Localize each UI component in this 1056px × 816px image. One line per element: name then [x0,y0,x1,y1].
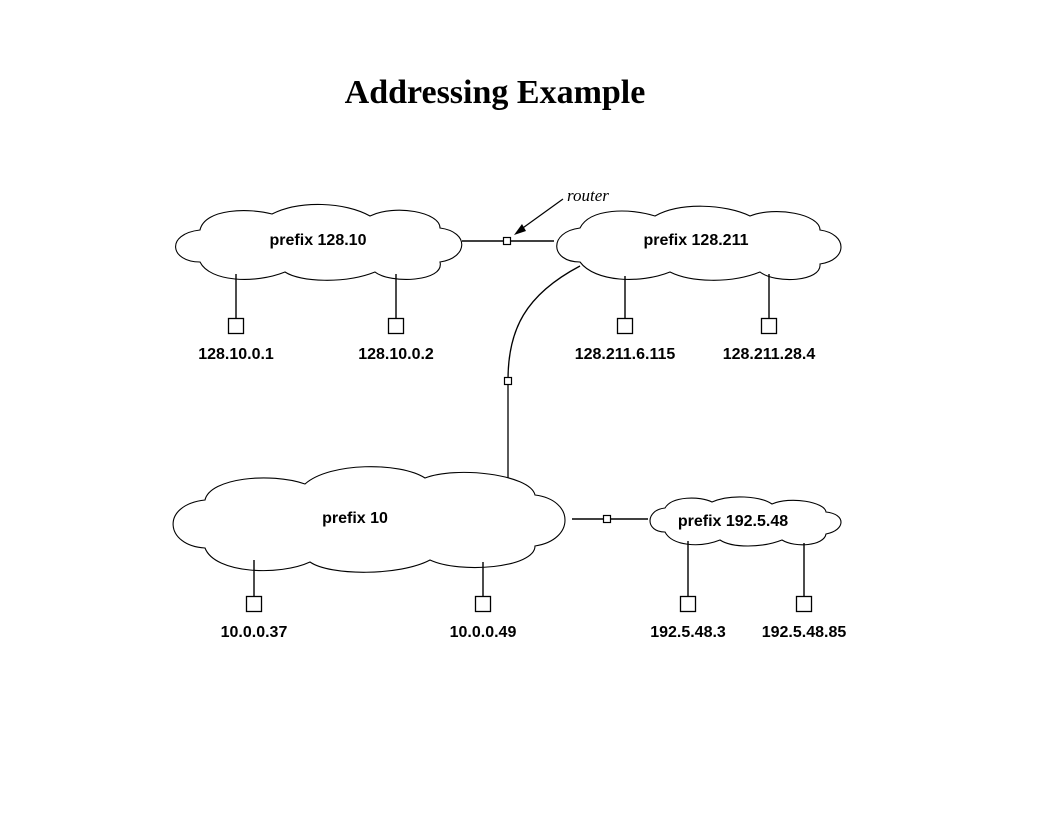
cloud-prefix-10: prefix 10 [172,466,566,573]
network-label: prefix 128.10 [270,232,367,249]
host-192-5-48-3: 192.5.48.3 [650,541,726,641]
host-address: 192.5.48.85 [762,624,847,641]
host-address: 128.211.6.115 [575,346,676,363]
link-line [507,265,581,381]
arrowhead-icon [514,224,526,235]
host-icon [474,595,492,613]
router-10-192-5-48 [572,514,648,524]
host-address: 128.211.28.4 [723,346,816,363]
network-label: prefix 192.5.48 [678,513,788,530]
host-icon [227,317,245,335]
page-title: Addressing Example [344,74,646,111]
cloud-prefix-192-5-48: prefix 192.5.48 [649,496,842,547]
host-address: 128.10.0.1 [198,346,274,363]
network-label: prefix 10 [322,510,388,527]
router-icon [502,236,512,246]
cloud-prefix-128-10: prefix 128.10 [175,203,463,281]
host-icon [795,595,813,613]
network-label: prefix 128.211 [644,232,749,249]
host-icon [616,317,634,335]
router-icon [602,514,612,524]
router-label: router [567,186,609,205]
cloud-prefix-128-211: prefix 128.211 [556,205,842,281]
host-10-0-0-37: 10.0.0.37 [221,560,288,641]
router-128-10-128-211 [462,236,554,246]
router-callout: router [514,186,609,235]
router-icon [503,376,513,386]
host-icon [245,595,263,613]
callout-arrow-line [519,198,564,231]
router-128-211-10 [503,265,581,478]
host-icon [387,317,405,335]
host-10-0-0-49: 10.0.0.49 [450,562,517,641]
host-128-211-28-4: 128.211.28.4 [723,274,816,363]
host-192-5-48-85: 192.5.48.85 [762,543,847,641]
host-icon [760,317,778,335]
host-address: 10.0.0.49 [450,624,517,641]
host-128-211-6-115: 128.211.6.115 [575,276,676,363]
host-128-10-0-1: 128.10.0.1 [198,274,274,363]
host-address: 192.5.48.3 [650,624,726,641]
host-address: 10.0.0.37 [221,624,288,641]
host-icon [679,595,697,613]
host-128-10-0-2: 128.10.0.2 [358,274,434,363]
host-address: 128.10.0.2 [358,346,434,363]
